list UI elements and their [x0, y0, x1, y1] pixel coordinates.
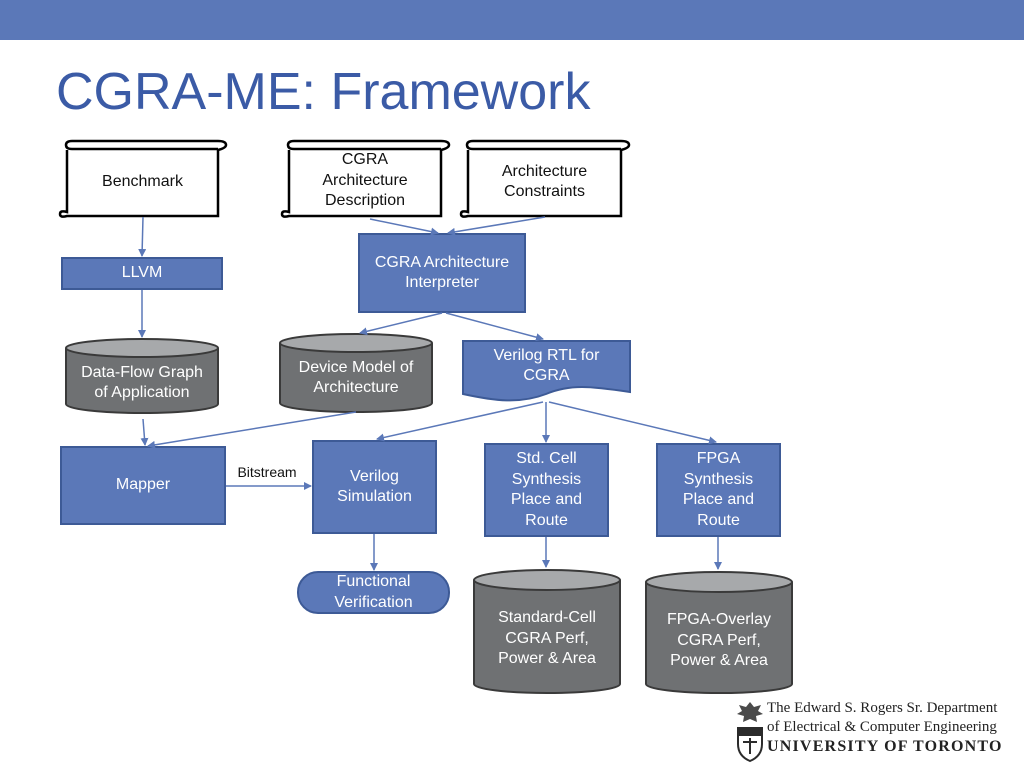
cgra-arch-description-scroll — [280, 139, 451, 218]
cgra-arch-description-label: CGRA Architecture Description — [322, 151, 408, 210]
arrow-archdesc-to-interpreter — [369, 218, 439, 236]
university-name: UNIVERSITY OF TORONTO — [767, 738, 1003, 755]
benchmark-scroll — [58, 139, 228, 218]
crest-icon — [737, 702, 763, 763]
interpreter-label: CGRA Architecture Interpreter — [374, 253, 510, 292]
dfg-cylinder — [65, 338, 219, 414]
dept-line1: The Edward S. Rogers Sr. Department — [767, 700, 998, 716]
university-logo: The Edward S. Rogers Sr. Department of E… — [733, 698, 1018, 764]
fpga-results-cylinder — [645, 571, 793, 694]
functional-verification-terminator — [297, 571, 450, 614]
verilog-sim-box — [312, 440, 437, 534]
llvm-box — [61, 257, 223, 290]
mapper-box — [60, 446, 226, 525]
mapper-label: Mapper — [115, 476, 171, 494]
device-model-label: Device Model of Architecture — [298, 358, 414, 397]
fpga-synthesis-label: FPGA Synthesis Place and Route — [682, 450, 755, 529]
fpga-synthesis-box — [656, 443, 781, 537]
top-accent-bar — [0, 0, 1024, 40]
arrow-benchmark-to-llvm — [138, 216, 147, 257]
std-cell-synthesis-box — [484, 443, 609, 537]
benchmark-label: Benchmark — [102, 172, 183, 190]
std-cell-results-label: Standard-Cell CGRA Perf, Power & Area — [498, 609, 596, 668]
std-cell-results-cylinder — [473, 569, 621, 694]
slide-title: CGRA-ME: Framework — [56, 63, 591, 121]
verilog-rtl-document — [462, 340, 631, 402]
std-cell-synthesis-label: Std. Cell Synthesis Place and Route — [510, 450, 583, 529]
device-model-cylinder — [279, 333, 433, 413]
verilog-sim-label: Verilog Simulation — [337, 467, 412, 506]
arrow-interpreter-to-verilog-rtl — [445, 312, 544, 342]
arrow-rtl-to-fpga — [548, 401, 717, 445]
fpga-results-label: FPGA-Overlay CGRA Perf, Power & Area — [666, 611, 771, 670]
arrow-rtl-to-verilog-sim — [376, 401, 544, 442]
llvm-label: LLVM — [121, 264, 163, 282]
dfg-label: Data-Flow Graph of Application — [81, 363, 203, 402]
arch-constraints-label: Architecture Constraints — [501, 162, 588, 201]
arrow-constraints-to-interpreter — [447, 216, 546, 236]
arch-constraints-scroll — [459, 139, 631, 218]
dept-line2: of Electrical & Computer Engineering — [767, 719, 997, 735]
bitstream-label: Bitstream — [237, 463, 297, 480]
arrow-dfg-to-mapper — [140, 418, 149, 446]
verilog-rtl-label: Verilog RTL for CGRA — [493, 346, 600, 385]
arrow-device-model-to-mapper — [147, 411, 357, 449]
arrow-interpreter-to-device-model — [359, 312, 443, 336]
functional-verification-label: Functional Verification — [334, 573, 413, 611]
interpreter-box — [358, 233, 526, 313]
